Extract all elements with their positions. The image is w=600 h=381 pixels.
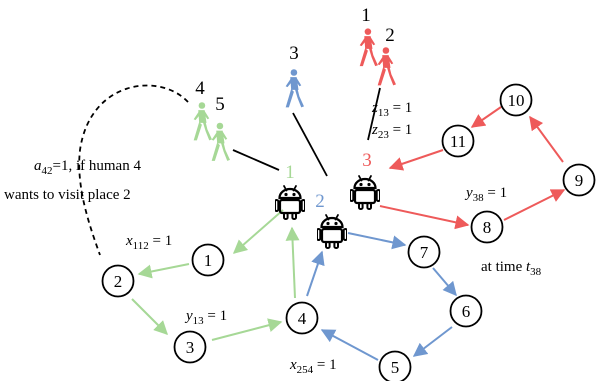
label-a42: a42=1, if human 4 bbox=[34, 158, 141, 177]
walking-person-icon bbox=[359, 28, 378, 67]
edge-robot1-to-place1 bbox=[232, 209, 284, 254]
walking-person-icon bbox=[285, 69, 304, 108]
android-robot-icon bbox=[317, 213, 347, 249]
place-node-9: 9 bbox=[562, 163, 596, 197]
edge-place3-to-place4 bbox=[211, 318, 283, 341]
robot-1: 1 bbox=[275, 162, 305, 220]
human-2: 2 bbox=[377, 25, 396, 86]
label-x254: x254 = 1 bbox=[289, 357, 337, 376]
edge-robot3-to-place8 bbox=[379, 205, 470, 230]
route-robot-2 bbox=[306, 232, 457, 361]
human-1-label: 1 bbox=[361, 5, 371, 26]
edge-place1-to-place2 bbox=[137, 263, 190, 279]
android-robot-icon bbox=[350, 174, 380, 210]
place-node-10: 10 bbox=[499, 83, 533, 117]
place-node-1: 1 bbox=[191, 243, 225, 277]
svg-text:10: 10 bbox=[508, 91, 525, 110]
label-z23: z23 = 1 bbox=[371, 122, 412, 141]
walking-person-icon bbox=[193, 102, 212, 141]
label-a42-line2: wants to visit place 2 bbox=[4, 187, 131, 203]
assign-human5-robot1 bbox=[232, 149, 280, 171]
robot-3: 3 bbox=[350, 150, 380, 210]
edge-place11-to-robot3 bbox=[388, 149, 444, 171]
svg-text:3: 3 bbox=[186, 338, 195, 357]
edge-place10-to-place11 bbox=[470, 106, 502, 128]
svg-text:6: 6 bbox=[462, 302, 471, 321]
svg-text:4: 4 bbox=[298, 309, 307, 328]
human-4: 4 bbox=[193, 78, 212, 141]
robot-2-label: 2 bbox=[315, 191, 325, 212]
route-robot-3 bbox=[379, 106, 566, 230]
place-node-7: 7 bbox=[407, 235, 441, 269]
dashed-preference-curve bbox=[78, 84, 189, 256]
label-time-t38: at time t38 bbox=[481, 259, 542, 278]
place-node-5: 5 bbox=[378, 350, 412, 381]
robot-1-label: 1 bbox=[285, 162, 295, 183]
svg-text:1: 1 bbox=[204, 251, 213, 270]
edge-place6-to-place5 bbox=[412, 326, 453, 357]
place-node-2: 2 bbox=[101, 264, 135, 298]
human-3: 3 bbox=[285, 43, 304, 108]
svg-text:7: 7 bbox=[420, 243, 429, 262]
robots: 1 2 3 bbox=[275, 150, 380, 249]
human-2-label: 2 bbox=[385, 25, 395, 46]
human-5: 5 bbox=[211, 94, 230, 161]
svg-text:2: 2 bbox=[114, 272, 123, 291]
human-1: 1 bbox=[359, 5, 378, 67]
edge-place8-to-place9 bbox=[503, 189, 566, 221]
edge-place5-to-place4 bbox=[320, 329, 379, 361]
robot-2: 2 bbox=[315, 191, 347, 249]
edge-place4-to-robot2 bbox=[306, 250, 325, 297]
label-z13: z13 = 1 bbox=[371, 100, 412, 119]
svg-text:5: 5 bbox=[391, 358, 400, 377]
edge-robot2-to-place7 bbox=[347, 232, 407, 250]
place-nodes: 1 2 3 4 5 6 7 8 bbox=[101, 83, 596, 381]
place-node-6: 6 bbox=[449, 294, 483, 328]
svg-text:9: 9 bbox=[575, 171, 584, 190]
human-3-label: 3 bbox=[289, 43, 299, 64]
svg-text:8: 8 bbox=[483, 218, 492, 237]
humans: 1 2 3 4 5 bbox=[193, 5, 396, 161]
place-node-4: 4 bbox=[285, 301, 319, 335]
route-robot-1 bbox=[131, 209, 300, 341]
assignment-lines bbox=[232, 87, 381, 177]
place-node-11: 11 bbox=[441, 124, 475, 158]
assign-human2-robot3 bbox=[367, 87, 381, 141]
edge-place4-to-robot1 bbox=[285, 226, 300, 299]
label-x112: x112 = 1 bbox=[125, 233, 172, 252]
walking-person-icon bbox=[211, 122, 230, 161]
walking-person-icon bbox=[377, 47, 396, 86]
assign-human3-robot2 bbox=[292, 112, 328, 177]
robot-3-label: 3 bbox=[362, 150, 372, 171]
edge-place2-to-place3 bbox=[131, 298, 168, 335]
edge-place7-to-place6 bbox=[432, 267, 457, 297]
place-node-3: 3 bbox=[173, 330, 207, 364]
label-y13: y13 = 1 bbox=[184, 308, 227, 327]
human-4-label: 4 bbox=[195, 78, 205, 99]
variable-labels: a42=1, if human 4 wants to visit place 2… bbox=[4, 100, 542, 376]
edge-place9-to-place10 bbox=[529, 115, 564, 163]
svg-text:11: 11 bbox=[450, 132, 466, 151]
label-y38: y38 = 1 bbox=[464, 185, 507, 204]
place-node-8: 8 bbox=[470, 210, 504, 244]
human-5-label: 5 bbox=[215, 94, 225, 115]
